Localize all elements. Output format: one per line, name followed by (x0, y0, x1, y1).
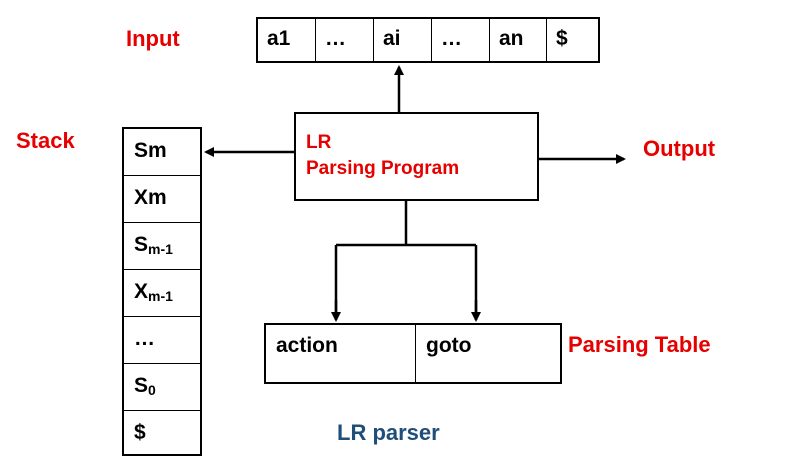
stack-cell: Xm-1 (124, 270, 200, 317)
stack-cell: $ (134, 421, 146, 444)
stack-cell: Xm (124, 176, 200, 223)
parsing-program-box: LR Parsing Program (294, 112, 539, 201)
stack-label: Stack (16, 128, 75, 153)
input-label: Input (126, 26, 180, 51)
program-subtitle: Parsing Program (306, 158, 460, 179)
parsing-table-box: action goto (264, 323, 562, 384)
input-cell: … (316, 19, 374, 61)
goto-column: goto (426, 334, 472, 357)
stack-cell: S0 (124, 364, 200, 411)
input-cell: $ (556, 27, 568, 50)
program-title: LR (306, 132, 332, 153)
stack-cell: Sm (124, 129, 200, 176)
input-cell: … (432, 19, 490, 61)
input-cell: an (490, 19, 547, 61)
parsing-table-label: Parsing Table (568, 332, 711, 357)
stack-cell: … (124, 317, 200, 364)
input-cell: a1 (258, 19, 316, 61)
branch-connector (334, 201, 478, 319)
stack-column: Sm Xm Sm-1 Xm-1 … S0 $ (122, 127, 202, 456)
diagram-caption: LR parser (337, 420, 440, 445)
input-cell: ai (374, 19, 432, 61)
stack-cell: Sm-1 (124, 223, 200, 270)
action-column: action (266, 325, 416, 382)
output-label: Output (643, 136, 716, 161)
input-tape: a1 … ai … an $ (256, 17, 600, 63)
